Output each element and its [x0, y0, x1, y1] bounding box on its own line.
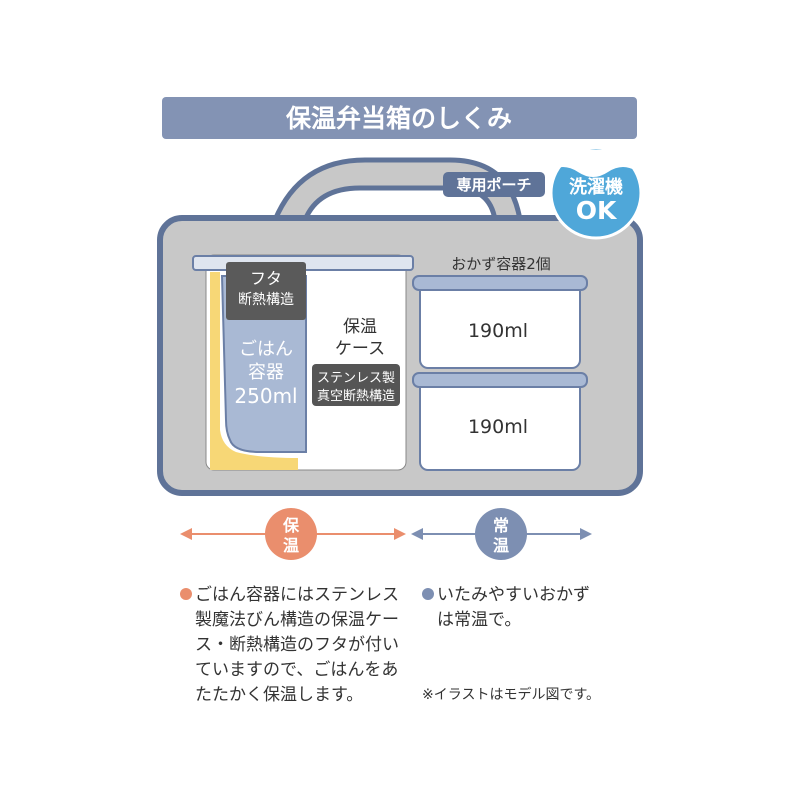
title-text: 保温弁当箱のしくみ: [285, 104, 512, 133]
case-label-line1: 保温: [343, 317, 377, 337]
room-temp-description-line: いたみやすいおかず: [422, 583, 590, 608]
warm-label-line1: 保: [282, 516, 300, 535]
warm-description-line: ごはん容器にはステンレス: [180, 583, 399, 608]
room-temp-label-line1: 常: [493, 516, 509, 535]
side-dish-bottom-capacity: 190ml: [468, 416, 528, 438]
washer-ok-line1: 洗濯機: [569, 176, 623, 198]
warm-label-line2: 温: [282, 536, 299, 555]
warm-zone-arrow: 保 温: [180, 508, 406, 560]
side-dish-top-capacity: 190ml: [468, 320, 528, 342]
warm-description: ごはん容器にはステンレス 製魔法びん構造の保温ケー ス・断熱構造のフタが付い て…: [180, 583, 399, 708]
room-temp-label-line2: 温: [492, 536, 509, 555]
title-bar: [162, 97, 637, 139]
rice-insulation-layer: [210, 272, 298, 470]
case-tag-line2: 真空断熱構造: [317, 389, 395, 404]
warm-description-line-5: たたかく保温します。: [195, 685, 364, 705]
lid-label-line1: フタ: [250, 269, 282, 288]
warm-zone-badge: [265, 508, 317, 560]
warm-description-line-4: ていますので、ごはんをあ: [195, 660, 399, 680]
room-temp-description-line-1: いたみやすいおかず: [437, 585, 590, 605]
side-dish-lid-top: [412, 275, 588, 291]
warm-description-line-2: 製魔法びん構造の保温ケー: [195, 610, 399, 630]
washer-ok-badge: 洗濯機 OK: [549, 146, 643, 240]
room-temp-bullet-icon: [422, 588, 434, 600]
lid-insulation-block: [226, 262, 306, 320]
warm-bullet-icon: [180, 588, 192, 600]
pouch-label-tag: [443, 172, 545, 197]
side-dish-lid-bottom: [412, 372, 588, 388]
case-tag: [312, 364, 400, 406]
washer-ok-line2: OK: [576, 196, 618, 225]
rice-capacity: 250ml: [234, 384, 297, 408]
pouch-label: 専用ポーチ: [456, 176, 531, 194]
warm-description-line-1: ごはん容器にはステンレス: [195, 585, 399, 605]
lid-label-line2: 断熱構造: [238, 292, 294, 308]
rice-label-line1: ごはん: [239, 339, 293, 360]
rice-label-line2: 容器: [248, 362, 284, 383]
footnote: ※イラストはモデル図です。: [422, 687, 601, 703]
case-label-line2: ケース: [335, 339, 385, 359]
case-tag-line1: ステンレス製: [317, 371, 395, 386]
room-temp-zone-badge: [475, 508, 527, 560]
room-temp-description: いたみやすいおかず は常温で。: [422, 583, 590, 633]
side-dish-label: おかず容器2個: [451, 255, 551, 273]
warm-description-line-3: ス・断熱構造のフタが付い: [195, 635, 399, 655]
room-temp-zone-arrow: 常 温: [411, 508, 592, 560]
room-temp-description-line-2: は常温で。: [437, 610, 522, 630]
